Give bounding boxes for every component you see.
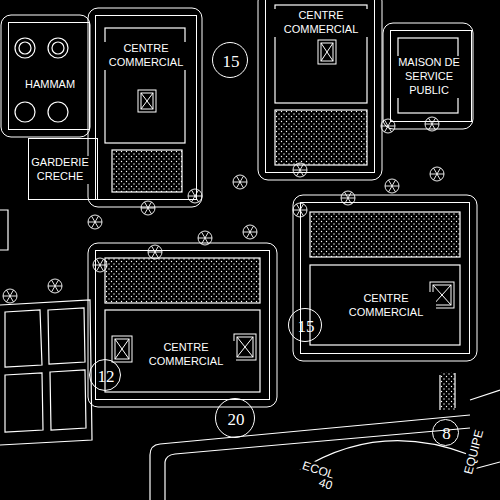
building: CENTRE COMMERCIAL	[95, 15, 197, 200]
tree-symbol	[141, 201, 155, 215]
dome	[48, 102, 68, 122]
parcel-outline	[0, 300, 92, 445]
tree-symbol	[188, 189, 202, 203]
dome	[19, 42, 31, 54]
building: HAMMAM	[8, 22, 90, 130]
building-name: MAISON DE SERVICE PUBLIC	[392, 56, 466, 97]
callout-circle: 20	[215, 398, 255, 438]
tree-symbol	[233, 175, 247, 189]
tree-symbol	[430, 167, 444, 181]
parcel	[5, 373, 43, 432]
building: GARDERIE CRECHE	[28, 138, 98, 200]
parcel	[0, 210, 8, 250]
road-edge	[293, 195, 477, 361]
callout-circle: 8	[432, 419, 459, 446]
tree-symbol	[3, 289, 17, 303]
building-name: CENTRE COMMERCIAL	[99, 42, 193, 70]
tree-symbol	[148, 245, 162, 259]
dome	[15, 38, 35, 58]
cross-box	[112, 336, 132, 362]
planting	[275, 110, 367, 165]
dome	[15, 102, 35, 122]
tree-symbol	[88, 215, 102, 229]
callout-circle: 15	[212, 42, 248, 78]
building-name: CENTRE COMMERCIAL	[271, 9, 371, 37]
callout-number: 15	[298, 318, 315, 335]
tree-symbol	[385, 179, 399, 193]
building: CENTRE COMMERCIAL	[95, 250, 270, 400]
road-edge	[1, 15, 90, 137]
dome	[52, 42, 64, 54]
inner-court	[105, 310, 260, 392]
dome	[48, 38, 68, 58]
tree-symbol	[243, 225, 257, 239]
callout-number: 8	[442, 425, 451, 442]
callout-circle: 12	[89, 359, 121, 391]
callout-circle: 15	[288, 308, 322, 342]
cross-box	[234, 334, 256, 360]
callout-number: 12	[98, 368, 115, 385]
road-edge	[165, 428, 470, 500]
building-name: CENTRE COMMERCIAL	[336, 292, 436, 320]
cross-box	[138, 90, 156, 112]
road-edge	[383, 23, 473, 129]
cross-box	[318, 40, 336, 64]
building: CENTRE COMMERCIAL	[265, 0, 375, 173]
tree-symbol	[48, 279, 62, 293]
planting	[440, 372, 455, 410]
planting	[112, 150, 182, 192]
planting	[105, 258, 260, 303]
callout-number: 20	[228, 411, 245, 428]
parcel	[50, 370, 86, 430]
planting	[310, 212, 460, 257]
building-name: HAMMAM	[13, 78, 87, 92]
tree-symbol	[425, 117, 439, 131]
tree-symbol	[293, 163, 307, 177]
callout-number: 15	[223, 53, 240, 70]
parcel	[48, 308, 85, 364]
tree-symbol	[198, 231, 212, 245]
road-edge	[88, 8, 202, 207]
plan-label: EQUIPE	[461, 427, 487, 476]
road-edge	[150, 415, 470, 500]
road-edge	[258, 0, 382, 180]
road-edge	[88, 243, 277, 407]
building-name: GARDERIE CRECHE	[29, 156, 91, 184]
building: MAISON DE SERVICE PUBLIC	[390, 30, 472, 122]
road-edge	[440, 373, 455, 410]
building-name: CENTRE COMMERCIAL	[136, 341, 236, 369]
parcel	[5, 310, 42, 367]
inner-court	[310, 265, 460, 345]
building: CENTRE COMMERCIAL	[300, 202, 470, 354]
